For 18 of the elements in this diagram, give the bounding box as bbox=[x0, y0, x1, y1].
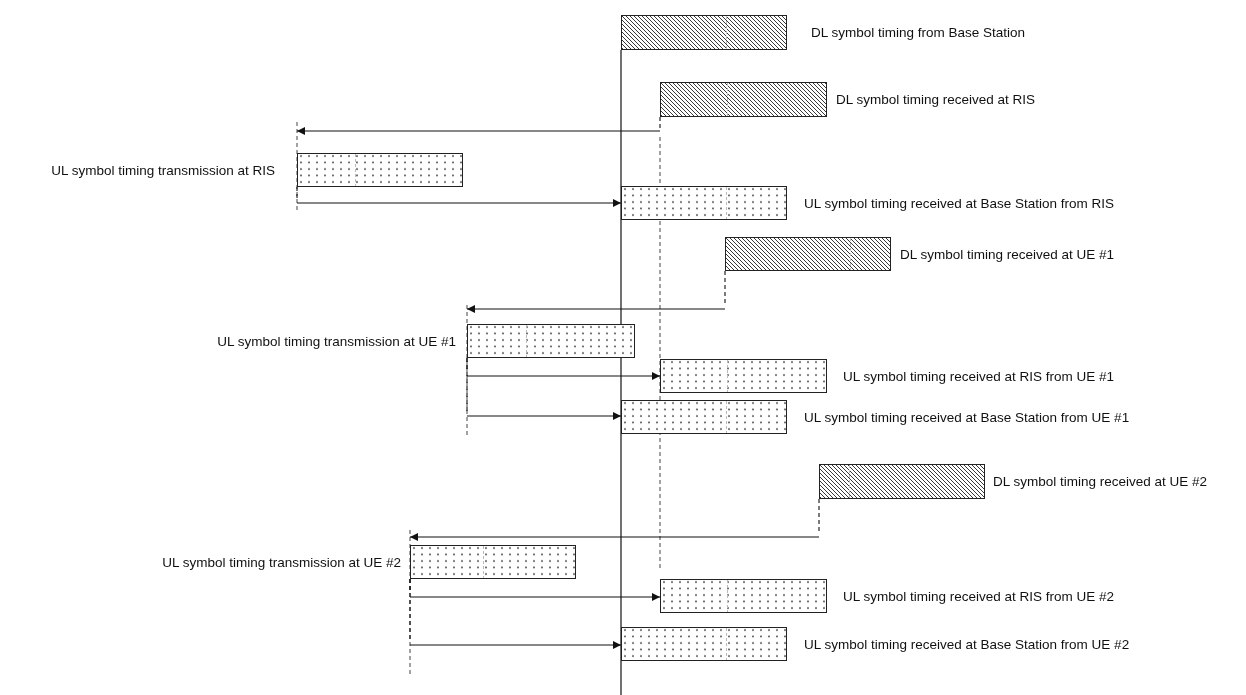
timing-arrow bbox=[466, 357, 622, 420]
bar-label: UL symbol timing received at Base Station from UE #2 bbox=[804, 636, 1130, 652]
timing-arrow bbox=[296, 116, 661, 135]
bar-label: UL symbol timing transmission at RIS bbox=[51, 162, 275, 178]
bar-label: DL symbol timing received at UE #2 bbox=[993, 474, 1208, 489]
bar-label: DL symbol timing received at RIS bbox=[836, 92, 1036, 107]
timing-arrow bbox=[296, 186, 622, 207]
bar-label: UL symbol timing received at RIS from UE #1 bbox=[843, 368, 1115, 384]
timing-arrow bbox=[409, 498, 820, 541]
bar-label: UL symbol timing transmission at UE #2 bbox=[162, 554, 401, 570]
bar-label: UL symbol timing transmission at UE #1 bbox=[217, 333, 456, 349]
bar-label: UL symbol timing received at Base Station from RIS bbox=[804, 195, 1115, 211]
timing-arrow bbox=[409, 578, 622, 649]
bar-label: DL symbol timing from Base Station bbox=[811, 25, 1026, 40]
timing-arrow bbox=[466, 270, 726, 313]
bar-label: UL symbol timing received at Base Station from UE #1 bbox=[804, 409, 1130, 425]
bar-label: UL symbol timing received at RIS from UE #2 bbox=[843, 588, 1115, 604]
bar-label: DL symbol timing received at UE #1 bbox=[900, 246, 1115, 262]
